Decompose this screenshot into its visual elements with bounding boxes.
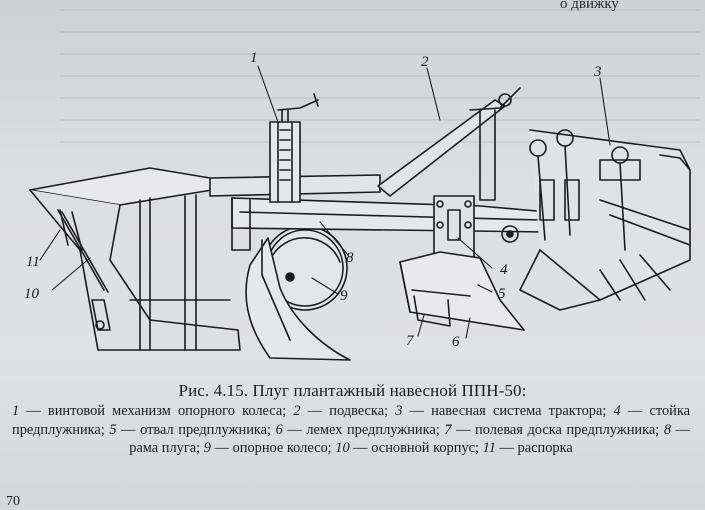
legend-item: 1 — винтовой механизм опорного колеса;	[12, 403, 294, 419]
top-text-fragment: о движку	[560, 0, 619, 12]
legend-item: 3 — навесная система трактора;	[395, 403, 614, 419]
legend-item: 9 — опорное колесо;	[203, 440, 336, 457]
legend-item: 5 — отвал предплужника;	[109, 421, 276, 438]
page-number: 70	[6, 494, 20, 509]
callout-11: 11	[26, 254, 40, 270]
legend-item: 8 — рама плуга;	[129, 421, 690, 457]
legend-number: 10	[335, 440, 350, 457]
callout-4: 4	[500, 262, 508, 278]
callout-9: 9	[340, 288, 348, 304]
legend-number: 2	[293, 403, 301, 419]
legend-item: 4 — стойка предплужника;	[12, 403, 690, 438]
callout-leaders	[39, 65, 611, 339]
suspension	[377, 87, 521, 201]
callout-numbers: 1 2 3 4 5 6 7 8 9 10 11	[24, 50, 602, 350]
show-through-text	[60, 0, 700, 160]
legend-number: 9	[203, 440, 211, 457]
legend-number: 6	[275, 421, 283, 438]
support-wheel	[262, 225, 348, 311]
legend-item: 7 — полевая доска предплужника;	[444, 421, 664, 438]
legend-item: 6 — лемех предплужника;	[275, 421, 445, 438]
callout-5: 5	[498, 286, 506, 302]
legend-number: 11	[482, 440, 496, 457]
legend-number: 5	[109, 421, 117, 438]
legend-number: 3	[395, 403, 403, 419]
legend-item: 10 — основной корпус;	[335, 440, 483, 457]
callout-7: 7	[406, 333, 415, 349]
pre-plough	[399, 195, 525, 331]
main-moldboard	[245, 237, 351, 361]
main-body	[29, 167, 241, 351]
callout-2: 2	[421, 54, 429, 70]
callout-3: 3	[593, 64, 602, 80]
figure-caption-title: Рис. 4.15. Плуг плантажный навесной ППН-…	[178, 381, 527, 400]
callout-6: 6	[452, 334, 460, 350]
callout-1: 1	[250, 50, 258, 66]
legend-item: 11 — распорка	[482, 440, 573, 457]
legend-item: 2 — подвеска;	[293, 403, 396, 419]
screw-mechanism	[269, 93, 319, 203]
legend-number: 1	[12, 403, 20, 419]
plough-drawing: 1 2 3 4 5 6 7 8 9 10 11	[24, 50, 691, 361]
tractor-linkage	[519, 129, 691, 311]
legend-number: 8	[663, 421, 672, 438]
figure-legend: 1 — винтовой механизм опорного колеса; 2…	[12, 402, 690, 458]
callout-8: 8	[346, 250, 354, 266]
callout-10: 10	[24, 286, 40, 302]
brace	[59, 209, 83, 251]
legend-number: 7	[444, 421, 452, 438]
legend-number: 4	[613, 403, 621, 419]
